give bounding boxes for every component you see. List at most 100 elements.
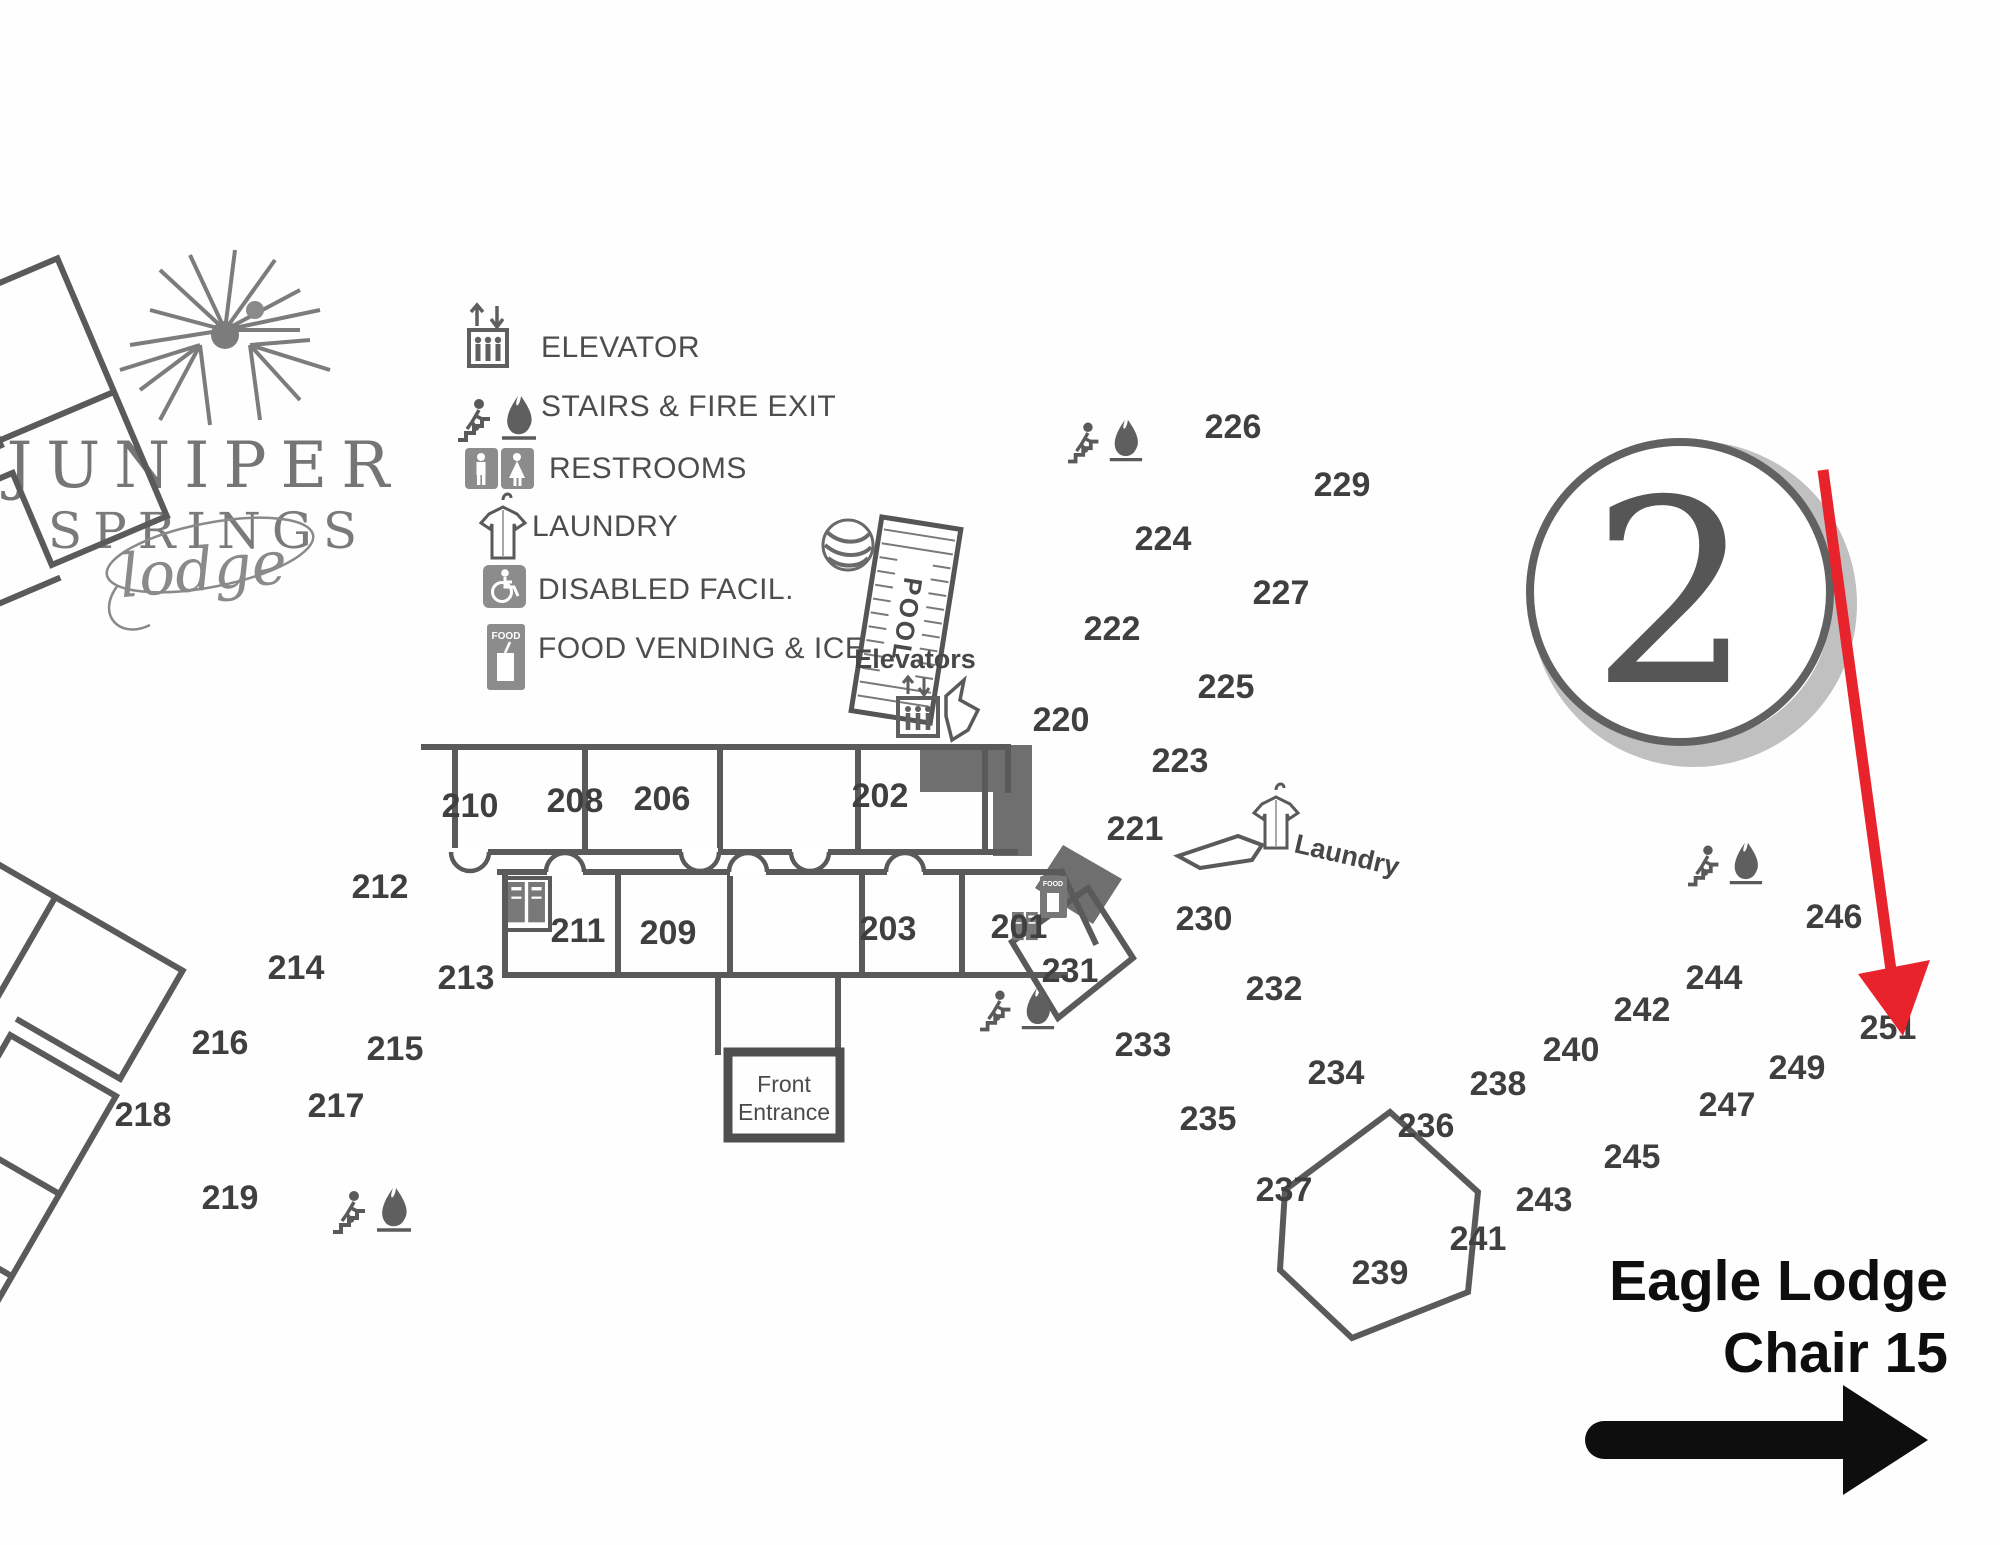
room-label-244: 244 <box>1686 959 1743 997</box>
room-label-247: 247 <box>1699 1086 1756 1124</box>
stairs-fire-exit-icon <box>978 985 1056 1032</box>
north-wing <box>0 821 187 1432</box>
room-label-224: 224 <box>1135 520 1192 558</box>
room-label-201: 201 <box>991 908 1048 946</box>
sign-line-1: Eagle Lodge <box>1609 1249 1948 1313</box>
black-arrow-icon <box>1585 1385 1928 1495</box>
room-label-234: 234 <box>1308 1054 1365 1092</box>
door-arc <box>681 848 719 871</box>
room-label-231: 231 <box>1042 952 1099 990</box>
red-arrow-annotation <box>1817 469 1930 1036</box>
legend-label-disabled: DISABLED FACIL. <box>538 573 794 606</box>
room-label-243: 243 <box>1516 1181 1573 1219</box>
elevator-map-icon <box>896 674 940 738</box>
room-label-215: 215 <box>367 1030 424 1068</box>
center-wing <box>421 744 1099 1143</box>
front-entrance-box <box>723 1047 845 1143</box>
room-label-203: 203 <box>860 910 917 948</box>
stairs-fire-exit-icon <box>1066 417 1144 464</box>
door-arc <box>451 848 489 871</box>
legend-label-stairs-fire: STAIRS & FIRE EXIT <box>541 390 836 423</box>
room-label-202: 202 <box>852 777 909 815</box>
juniper-branch-icon <box>119 249 331 426</box>
stairs-fire-exit-icon <box>331 1186 413 1234</box>
room-label-212: 212 <box>352 868 409 906</box>
hand-arrow-icon <box>944 675 981 743</box>
room-label-213: 213 <box>438 959 495 997</box>
room-label-210: 210 <box>442 787 499 825</box>
laundry-label: Laundry <box>1292 829 1403 882</box>
elevators-label: Elevators <box>854 644 976 674</box>
front-entrance-label-2: Entrance <box>738 1099 830 1125</box>
eagle-lodge-sign: Eagle Lodge Chair 15 <box>1585 1249 1948 1495</box>
food-vending-badge-text: FOOD <box>492 631 521 642</box>
map-elevators: Elevators <box>854 644 981 743</box>
room-label-235: 235 <box>1180 1100 1237 1138</box>
logo-word-lodge: lodge <box>117 528 290 612</box>
floor-2-badge: 2 <box>1526 438 1857 767</box>
legend-label-restrooms: RESTROOMS <box>549 452 747 485</box>
stairs-fire-exit-icon <box>1686 840 1764 887</box>
food-vending-badge-text: FOOD <box>1043 881 1063 888</box>
room-label-225: 225 <box>1198 668 1255 706</box>
disabled-icon <box>483 565 526 608</box>
sign-line-2: Chair 15 <box>1723 1321 1948 1385</box>
logo-script-flourish: lodge <box>105 516 315 631</box>
door-arc <box>791 848 829 871</box>
room-label-219: 219 <box>202 1179 259 1217</box>
laundry-icon <box>479 492 527 560</box>
room-label-236: 236 <box>1398 1107 1455 1145</box>
room-label-208: 208 <box>547 782 604 820</box>
east-wing-upper <box>0 254 171 747</box>
legend-label-elevator: ELEVATOR <box>541 331 700 364</box>
front-entrance-label-1: Front <box>757 1071 811 1097</box>
elevator-icon <box>467 302 509 368</box>
room-label-229: 229 <box>1314 466 1371 504</box>
floor-number: 2 <box>1591 446 1753 743</box>
pool-area: POOL <box>821 514 964 726</box>
laundry-shirt-icon <box>1252 782 1300 850</box>
door-arc <box>886 853 924 876</box>
room-label-245: 245 <box>1604 1138 1661 1176</box>
restrooms-icon <box>465 448 534 489</box>
room-label-221: 221 <box>1107 810 1164 848</box>
legend-label-laundry: LAUNDRY <box>532 510 678 543</box>
room-label-237: 237 <box>1256 1171 1313 1209</box>
room-label-242: 242 <box>1614 991 1671 1029</box>
legend-label-food-vending: FOOD VENDING & ICE <box>538 632 865 665</box>
juniper-springs-logo: JUNIPER SPRINGS lodge <box>1 249 389 631</box>
room-label-233: 233 <box>1115 1026 1172 1064</box>
door-arc <box>546 853 584 876</box>
room-label-222: 222 <box>1084 610 1141 648</box>
room-labels: 210 208 206 202 211 209 203 201 212 214 … <box>115 408 1917 1292</box>
core-food-vending: FOOD <box>1010 876 1067 942</box>
room-label-217: 217 <box>308 1087 365 1125</box>
vending-machines-icon <box>506 880 547 925</box>
room-label-249: 249 <box>1769 1049 1826 1087</box>
room-label-209: 209 <box>640 914 697 952</box>
room-label-239: 239 <box>1352 1254 1409 1292</box>
room-label-226: 226 <box>1205 408 1262 446</box>
room-239-outline <box>1276 1108 1482 1342</box>
pool-label-panel <box>878 553 934 687</box>
map-laundry: Laundry <box>1173 782 1403 882</box>
food-vending-icon: FOOD <box>487 624 525 690</box>
legend: ELEVATOR STAIRS & FIRE EXIT RESTROOMS LA… <box>456 302 865 690</box>
room-label-240: 240 <box>1543 1031 1600 1069</box>
room-label-230: 230 <box>1176 900 1233 938</box>
vending-alcove <box>502 876 552 932</box>
room-label-232: 232 <box>1246 970 1303 1008</box>
door-arc <box>729 853 767 876</box>
stairs-fire-exit-icon <box>456 394 538 442</box>
room-label-246: 246 <box>1806 898 1863 936</box>
room-label-220: 220 <box>1033 701 1090 739</box>
room-label-218: 218 <box>115 1096 172 1134</box>
room-label-241: 241 <box>1450 1220 1507 1258</box>
room-label-227: 227 <box>1253 574 1310 612</box>
room-label-206: 206 <box>634 780 691 818</box>
room-label-223: 223 <box>1152 742 1209 780</box>
room-label-214: 214 <box>268 949 325 987</box>
room-label-216: 216 <box>192 1024 249 1062</box>
